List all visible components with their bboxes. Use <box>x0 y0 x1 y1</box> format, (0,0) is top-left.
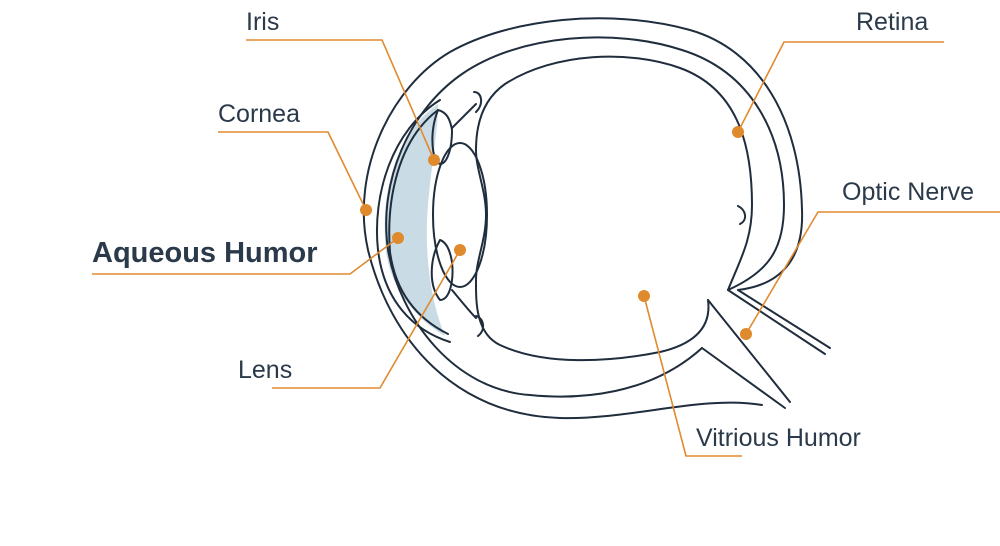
dot-iris <box>428 154 440 166</box>
sclera-inner <box>385 36 785 398</box>
optic-nerve-upper <box>737 289 831 349</box>
dot-cornea <box>360 204 372 216</box>
leader-vitreous-humor <box>643 295 742 457</box>
retina-boundary <box>474 55 753 362</box>
label-retina: Retina <box>856 8 928 36</box>
leader-retina <box>737 41 944 133</box>
retina-detail <box>473 91 746 337</box>
optic-nerve-mid <box>707 289 826 403</box>
dot-aqueous-humor <box>392 232 404 244</box>
dot-vitreous-humor <box>638 290 650 302</box>
optic-nerve-lower <box>701 347 786 409</box>
leader-aqueous-humor <box>92 237 399 275</box>
iris-lower <box>430 239 454 301</box>
leader-iris <box>246 39 435 161</box>
leader-lens <box>272 249 461 389</box>
dot-retina <box>732 126 744 138</box>
label-iris: Iris <box>246 8 279 36</box>
cornea-outer <box>376 99 451 343</box>
label-optic-nerve: Optic Nerve <box>842 178 974 206</box>
leader-optic-nerve <box>745 211 1000 335</box>
label-lens: Lens <box>238 356 292 384</box>
ciliary-body <box>451 103 477 319</box>
aqueous-humor-region <box>384 104 445 336</box>
leader-cornea <box>218 131 367 211</box>
label-vitreous-humor: Vitrious Humor <box>696 424 861 452</box>
dot-lens <box>454 244 466 256</box>
dot-optic-nerve <box>740 328 752 340</box>
sclera-outer <box>362 17 804 420</box>
label-cornea: Cornea <box>218 100 300 128</box>
iris-upper <box>431 109 453 165</box>
label-aqueous-humor: Aqueous Humor <box>92 237 318 269</box>
